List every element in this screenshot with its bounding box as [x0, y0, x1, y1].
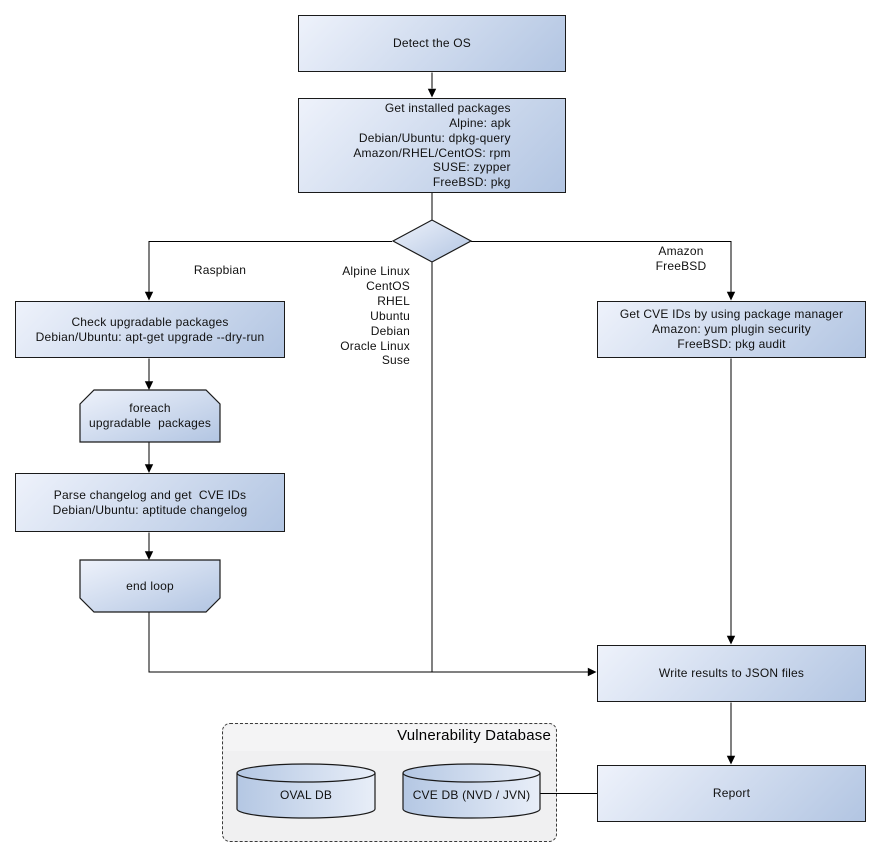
edge-label-raspbian: Raspbian: [193, 263, 247, 277]
foreach-loop-shape: [79, 389, 221, 443]
cve-db-cylinder: [402, 763, 541, 819]
node-get-installed-packages-label: Get installed packages Alpine: apk Debia…: [353, 101, 511, 190]
node-check-upgradable-packages-label: Check upgradable packages Debian/Ubuntu:…: [35, 314, 265, 344]
node-detect-os: Detect the OS: [298, 15, 566, 72]
arrowhead-into-get-cve: [726, 291, 736, 301]
arrowhead-into-parse: [144, 464, 154, 473]
cve-db-cylinder-top: [402, 763, 541, 783]
vulnerability-database-title-band: [224, 725, 555, 751]
decision-diamond: [391, 219, 473, 263]
node-report: Report: [597, 765, 866, 822]
node-parse-changelog-label: Parse changelog and get CVE IDs Debian/U…: [52, 487, 248, 517]
oval-db-cylinder-top: [236, 763, 376, 783]
node-report-label: Report: [712, 786, 751, 801]
arrowhead-into-report: [726, 755, 736, 765]
node-write-results-json-label: Write results to JSON files: [658, 666, 805, 681]
arrowhead-into-write-json-top: [726, 635, 736, 645]
cve-db-cylinder-body: [402, 773, 541, 819]
edge-label-amazon-freebsd: Amazon FreeBSD: [655, 244, 707, 273]
node-write-results-json: Write results to JSON files: [597, 645, 866, 702]
arrowhead-into-check-upgradable: [144, 291, 154, 301]
arrowhead-into-endloop: [144, 551, 154, 560]
edge-label-os-list: Alpine Linux CentOS RHEL Ubuntu Debian O…: [340, 264, 410, 368]
edge-decision-to-check-upgradable: [148, 241, 392, 292]
oval-db-cylinder-body: [236, 773, 376, 819]
arrowhead-into-foreach: [144, 381, 154, 390]
node-detect-os-label: Detect the OS: [393, 36, 471, 51]
end-loop-shape: [79, 559, 221, 613]
node-check-upgradable-packages: Check upgradable packages Debian/Ubuntu:…: [15, 301, 285, 358]
oval-db-cylinder: [236, 763, 376, 819]
node-parse-changelog: Parse changelog and get CVE IDs Debian/U…: [15, 473, 285, 532]
node-get-cve-ids-label: Get CVE IDs by using package manager Ama…: [619, 307, 844, 351]
node-get-installed-packages: Get installed packages Alpine: apk Debia…: [298, 98, 566, 193]
edge-endloop-to-write-json: [148, 612, 588, 673]
node-get-cve-ids: Get CVE IDs by using package manager Ama…: [597, 301, 866, 358]
arrowhead-into-packages: [427, 88, 437, 98]
edge-decision-to-get-cve: [471, 241, 732, 292]
vulnerability-database-title: Vulnerability Database: [397, 727, 551, 744]
arrowhead-into-write-json-left: [587, 667, 597, 677]
